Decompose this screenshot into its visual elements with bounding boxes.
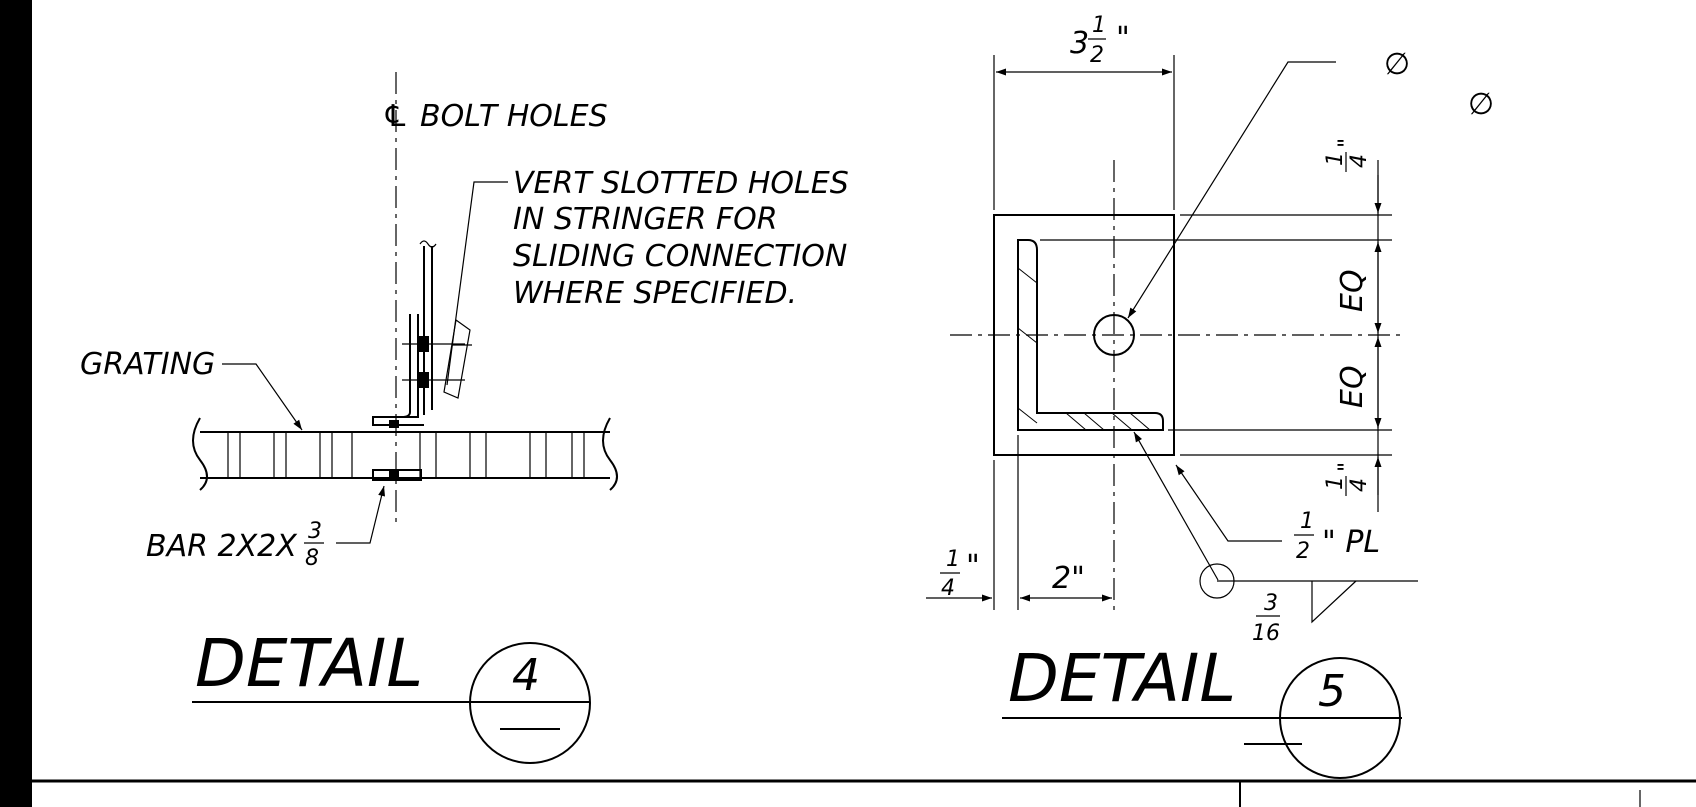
bottom-quarter-den: 4	[1347, 478, 1372, 492]
detail-5: 3 1 2 " ∅ ∅ 1 4 " EQ EQ 1	[926, 13, 1494, 779]
weld-size-num: 3	[1264, 591, 1278, 616]
bar-frac-den: 8	[305, 546, 319, 571]
detail-5-bubble	[1279, 657, 1401, 779]
angle-clip	[372, 314, 465, 428]
width-num: 1	[1092, 13, 1106, 38]
hole-leader	[1127, 61, 1336, 319]
slotted-note-line-4: WHERE SPECIFIED.	[513, 276, 797, 311]
diameter-symbol-1: ∅	[1384, 47, 1410, 82]
slotted-note-line-2: IN STRINGER FOR	[513, 202, 778, 237]
bolt-holes-label: BOLT HOLES	[420, 99, 608, 134]
bolt-hole	[1093, 314, 1135, 356]
eq-label-top: EQ	[1335, 269, 1370, 312]
bottom-quarter-num: 1	[1323, 476, 1348, 490]
detail-5-number: 5	[1318, 666, 1346, 717]
width-den: 2	[1090, 43, 1104, 68]
bar-label: BAR 2X2X	[146, 529, 298, 564]
two-inch-label: 2"	[1052, 561, 1085, 596]
bottom-quarter-inch: "	[1335, 462, 1360, 472]
plate-leader	[1175, 464, 1282, 542]
bar-frac-num: 3	[308, 519, 322, 544]
bar-leader	[336, 485, 386, 544]
slotted-note-leader	[446, 181, 508, 386]
plate-frac-num: 1	[1300, 509, 1314, 534]
slotted-note-line-3: SLIDING CONNECTION	[513, 239, 847, 274]
width-inch-mark: "	[1116, 21, 1130, 56]
top-quarter-den: 4	[1347, 154, 1372, 168]
grating-label: GRATING	[80, 347, 215, 382]
detail-4: ℄ BOLT HOLES VERT SLOTTED HOLES IN STRIN…	[80, 72, 849, 764]
detail-4-number: 4	[512, 650, 540, 701]
plate-frac-den: 2	[1296, 539, 1310, 564]
top-quarter-num: 1	[1323, 152, 1348, 166]
eq-label-bottom: EQ	[1335, 365, 1370, 408]
left-quarter-inch: "	[966, 549, 980, 584]
weld-size-den: 16	[1252, 621, 1280, 646]
bottom-bar	[372, 469, 422, 481]
left-quarter-num: 1	[946, 547, 960, 572]
width-whole: 3	[1070, 26, 1089, 61]
top-quarter-inch: "	[1335, 138, 1360, 148]
diameter-symbol-2: ∅	[1468, 87, 1494, 122]
centerline-symbol: ℄	[382, 99, 409, 134]
weld-symbol: 3 16	[1133, 431, 1418, 646]
plate-label: " PL	[1322, 525, 1380, 560]
grating-leader	[222, 363, 303, 431]
stringer	[419, 240, 437, 415]
detail-5-title: DETAIL	[1008, 640, 1236, 717]
detail-4-bubble	[469, 642, 591, 764]
left-quarter-den: 4	[941, 576, 955, 601]
angle-section	[1017, 239, 1164, 431]
slotted-note-line-1: VERT SLOTTED HOLES	[513, 166, 849, 201]
detail-4-title: DETAIL	[195, 625, 423, 702]
